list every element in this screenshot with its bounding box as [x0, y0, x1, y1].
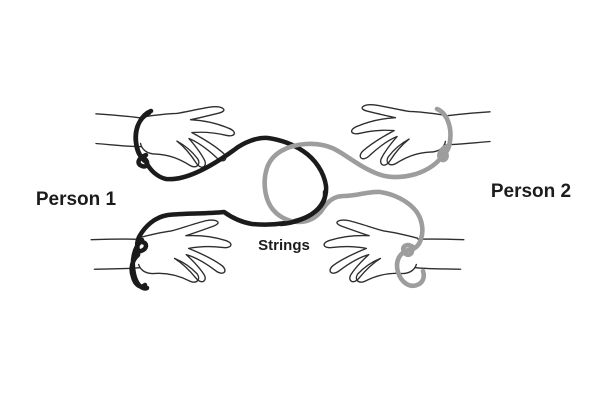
person1-string-overlay — [278, 189, 328, 227]
hands-layer — [89, 87, 497, 285]
person2-label: Person 2 — [491, 181, 571, 202]
person1-label: Person 1 — [36, 189, 117, 210]
strings-label: Strings — [258, 237, 310, 254]
person1-top-hand-icon — [89, 89, 239, 173]
person1-bottom-hand-icon — [89, 215, 233, 285]
person2-bottom-hand-icon — [322, 215, 466, 285]
person2-top-hand-icon — [347, 87, 497, 171]
person2-string — [262, 106, 453, 289]
